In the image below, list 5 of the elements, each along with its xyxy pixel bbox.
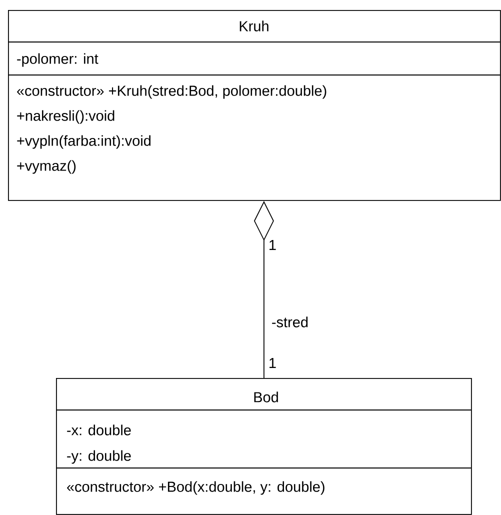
multiplicity-label: 1 (270, 240, 276, 250)
edge-label: -stred (272, 316, 308, 328)
class-box: Bod -x: double -y: double «constructor» +Bod(x:double, y: double) (56, 378, 472, 515)
class-box: Kruh -polomer: int «constructor» +Kruh(stred:Bod, polomer:double) +nakresli():void +vypln(farba:int):void +vymaz() (8, 10, 501, 201)
multiplicity-label: 1 (270, 358, 276, 368)
